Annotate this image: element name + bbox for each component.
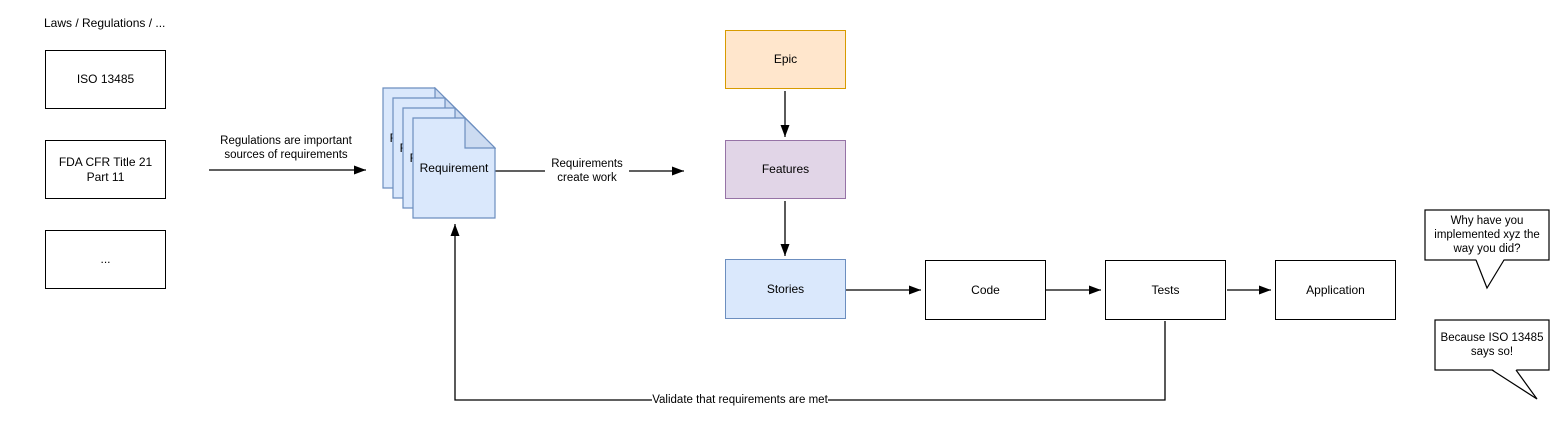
edge-label-validate-requirements: Validate that requirements are met [652, 393, 828, 407]
speech-bubble-question-text: Why have you implemented xyz the way you… [1434, 215, 1540, 255]
node-iso-13485: ISO 13485 [45, 50, 166, 109]
laws-regulations-heading: Laws / Regulations / ... [44, 16, 166, 30]
node-fda-cfr-title-21: FDA CFR Title 21 Part 11 [45, 140, 166, 199]
speech-bubble-answer-text: Because ISO 13485 says so! [1440, 332, 1544, 358]
node-stories: Stories [725, 259, 846, 319]
speech-bubble-question-shape [1424, 209, 1550, 261]
document-fold [464, 117, 496, 149]
edge-label-requirements-create-work: Requirements create work [545, 157, 629, 185]
speech-bubble-question-tail [1475, 259, 1505, 290]
speech-bubble-question-tail-fill [1476, 259, 1504, 288]
edge-label-regulations-source: Regulations are important sources of req… [205, 134, 367, 162]
node-features: Features [725, 140, 846, 199]
speech-bubble-answer-shape [1434, 319, 1550, 371]
node-code: Code [925, 260, 1046, 320]
node-tests: Tests [1105, 260, 1226, 320]
speech-bubble-answer-tail [1491, 369, 1538, 400]
requirement-doc-front: Requirement [412, 117, 497, 220]
requirement-doc-label: Requirement [419, 161, 489, 175]
node-application: Application [1275, 260, 1396, 320]
node-other-regulations: ... [45, 230, 166, 289]
node-epic: Epic [725, 30, 846, 89]
